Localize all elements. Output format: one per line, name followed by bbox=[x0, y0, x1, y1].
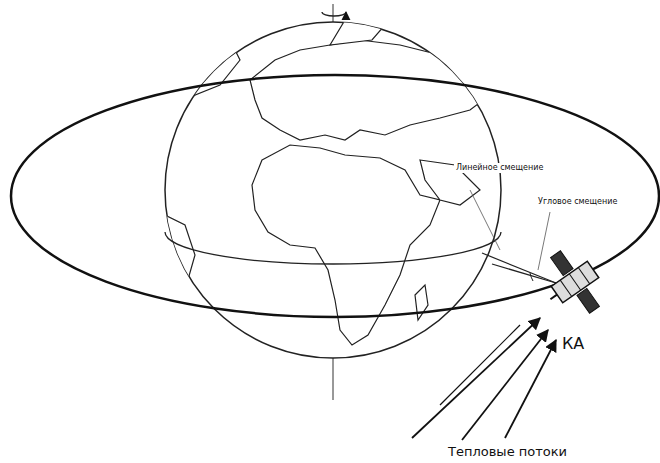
angle-arc bbox=[530, 273, 533, 281]
satellite bbox=[531, 242, 613, 328]
leader-line bbox=[470, 190, 500, 250]
continents bbox=[165, 10, 490, 345]
heat-flux-arrow bbox=[505, 340, 556, 438]
orbit bbox=[11, 75, 659, 317]
heat-flux-label: Тепловые потоки bbox=[446, 444, 569, 460]
rotation-arrow bbox=[322, 12, 346, 16]
heat-flux-arrow bbox=[412, 318, 540, 438]
heat-flux-arrow bbox=[462, 330, 548, 440]
angle-label: Угловое смещение bbox=[536, 197, 619, 207]
leader-line bbox=[538, 212, 550, 270]
equator bbox=[165, 232, 501, 264]
heat-flux-arrow bbox=[440, 325, 520, 405]
spacecraft-label: КА bbox=[560, 334, 586, 353]
linear-offset-line bbox=[482, 253, 556, 283]
angle-line bbox=[492, 264, 556, 283]
offset-label: Линейное смещение bbox=[454, 163, 545, 173]
